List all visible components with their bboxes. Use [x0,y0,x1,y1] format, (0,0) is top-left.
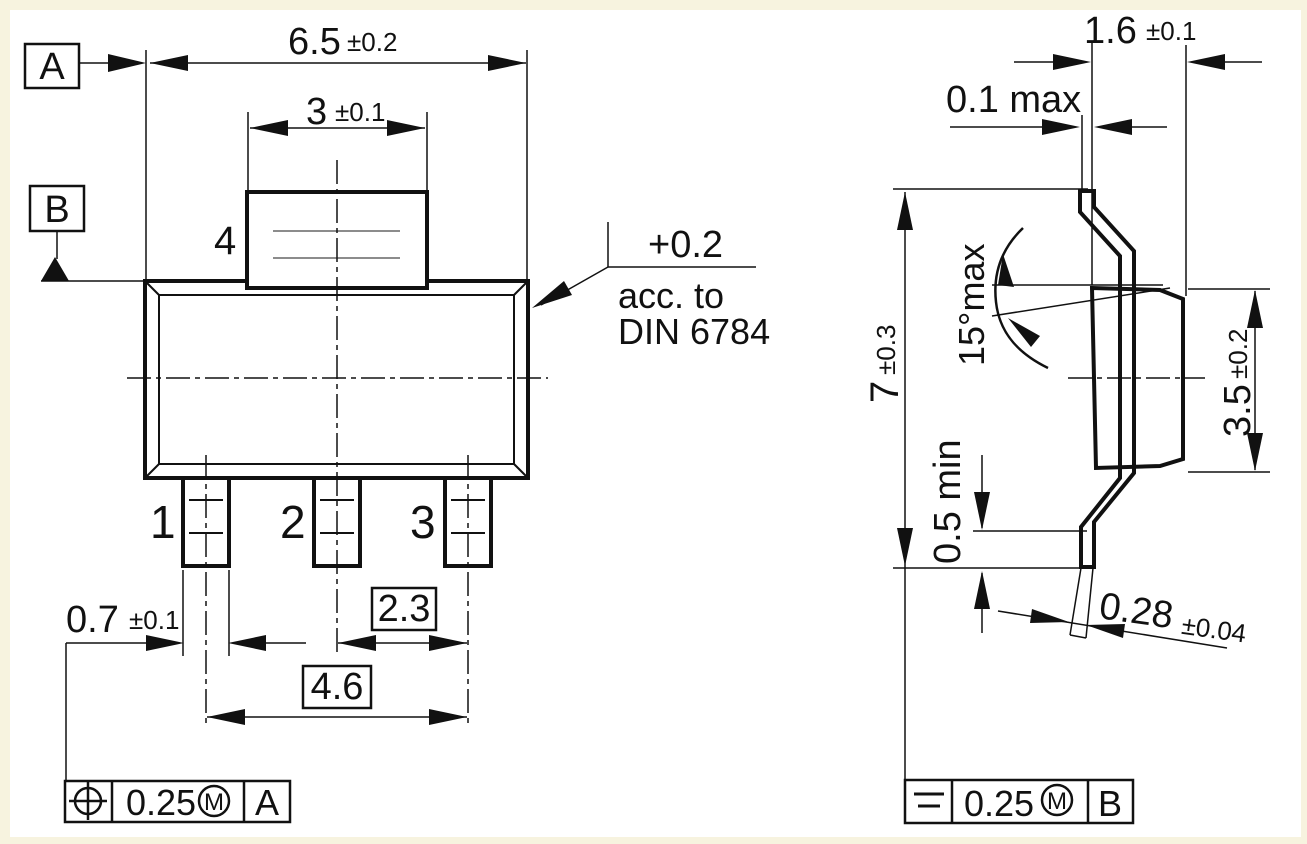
arrowhead [429,635,467,651]
dim-span-frame [301,664,373,710]
front-view: A B 6.5 ±0.2 3 ±0.1 4 1 2 3 +0 [23,21,770,824]
datum-a-arrowhead [108,54,146,72]
dim-tab-tol: ±0.1 [335,97,385,127]
chamfer-tr [513,280,529,296]
angle-ray-slanted [991,287,1171,317]
arrowhead [998,254,1014,287]
fcf-position: 0.25 M A [63,779,292,824]
lead-tip-edge [1069,567,1082,636]
arrowhead [1030,609,1069,623]
arrowhead [897,192,913,230]
dim-height-value: 7 [863,381,907,403]
pin-3-label: 3 [410,496,436,548]
true-position-icon [69,782,107,820]
dim-pitch-value: 2.3 [378,588,431,630]
arrowhead [1053,54,1091,70]
arrowhead [387,120,425,136]
mold-note-tol: +0.2 [648,224,723,266]
dim-body-height-tol: ±0.2 [1223,329,1253,379]
dim-pitch-frame [370,586,438,632]
pin-tick-marks [189,499,485,534]
datum-a-box [23,42,81,90]
dim-lead-width-tol: ±0.1 [129,605,179,635]
fcf-tolerance: 0.25 [126,782,196,823]
chamfer-br [513,463,529,479]
mold-note-text-2: DIN 6784 [618,311,770,352]
dim-lead-thickness-value: 0.28 [1097,585,1176,637]
arrowhead [228,635,266,651]
dim-angle-text: 15°max [951,244,992,366]
dim-overall-value: 6.5 [288,21,341,63]
fcf-frame [903,778,1135,825]
datum-b-box [28,184,86,233]
arrowhead [146,635,184,651]
arrowhead [1086,624,1125,638]
datum-a-label: A [39,46,65,88]
arrowhead [429,709,467,725]
chamfer-bl [144,463,160,479]
side-view: 1.6 ±0.1 0.1 max 7 ±0.3 15°max [863,10,1270,825]
dim-standoff-value: 0.1 max [946,79,1081,121]
pin-2-label: 2 [280,496,306,548]
datum-b-triangle [41,257,69,281]
datum-b-label: B [44,189,69,231]
mmc-modifier-icon [1040,783,1074,817]
note-arrowhead [532,281,572,308]
arrowhead [338,635,376,651]
lead-tip-edge [1085,567,1094,639]
dim-lead-width-value: 0.7 [66,599,119,641]
dim-lead-zone-value: 1.6 [1084,10,1137,52]
tab-label: 4 [214,219,236,263]
arrowhead [974,571,990,609]
seating-plane-icon [914,792,944,808]
fcf-modifier: M [204,789,224,816]
arrowhead [1187,54,1225,70]
arrowhead [1008,318,1040,347]
angle-arc [994,227,1049,370]
arrowhead [488,55,526,71]
pin-1-label: 1 [150,496,176,548]
dim-span-value: 4.6 [311,666,364,708]
arrowhead [207,709,245,725]
arrowhead [1247,433,1263,471]
fcf-modifier: M [1047,788,1067,815]
dim-lead-thickness-text: 0.28 ±0.04 [1097,585,1248,648]
fcf-tolerance: 0.25 [964,783,1034,824]
dim-tab-value: 3 [306,91,327,133]
dim-body-height-value: 3.5 [1217,384,1259,437]
dim-height-tol: ±0.3 [871,325,901,375]
mmc-modifier-icon [197,784,231,818]
dim-angle-value: 15°max [951,244,992,366]
dim-lead-zone-tol: ±0.1 [1146,16,1196,46]
lead-tip-end [1069,634,1087,639]
dim-overall-tol: ±0.2 [347,27,397,57]
fcf-seating-plane: 0.25 M B [903,778,1135,825]
arrowhead [250,120,288,136]
dim-height-text: 7 ±0.3 [863,325,907,403]
arrowhead [897,528,913,566]
fcf-frame [63,779,292,824]
arrowhead [1094,119,1132,135]
dim-foot-value: 0.5 min [927,439,969,564]
dim-foot-text: 0.5 min [927,439,969,564]
arrowhead [1042,119,1080,135]
mold-note-text-1: acc. to [618,275,724,316]
fcf-datum-ref: A [255,782,279,823]
dim-body-height-text: 3.5 ±0.2 [1217,329,1259,437]
fcf-datum-ref: B [1098,783,1122,824]
arrowhead [1247,290,1263,328]
arrowhead [974,492,990,530]
arrowhead [150,55,188,71]
chamfer-tl [144,280,160,296]
